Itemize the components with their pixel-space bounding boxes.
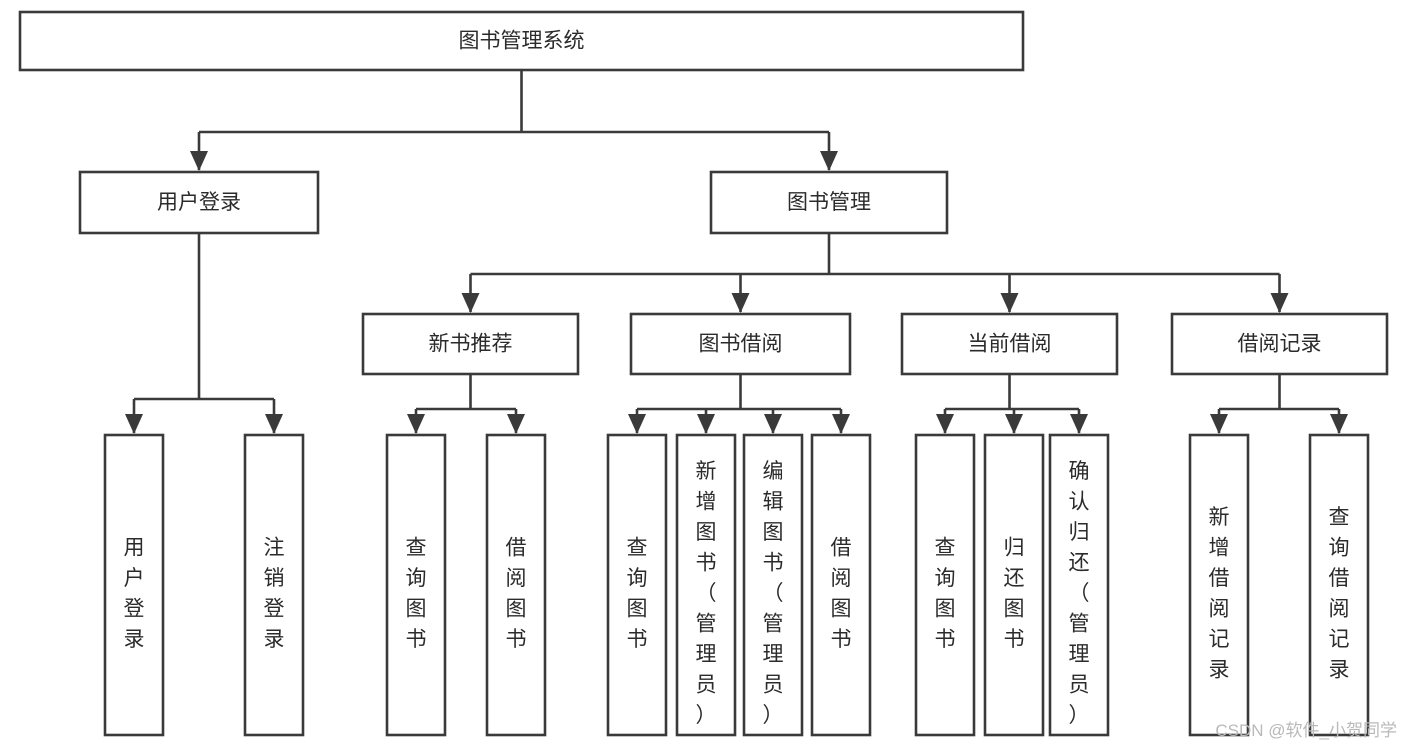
node-box [18, 10, 1025, 72]
node-leaf-10[interactable]: 确认归还（管理员） [1048, 433, 1110, 737]
node-label: 查询图书 [935, 536, 956, 651]
node-leaf-7[interactable]: 借阅图书 [810, 433, 872, 737]
node-label: 归还图书 [1004, 536, 1025, 651]
watermark-label: CSDN @软件_小贺同学 [1215, 721, 1397, 740]
arrow-head-icon [1330, 414, 1348, 434]
node-label: 查询图书 [406, 536, 427, 651]
node-box [914, 433, 976, 737]
node-box [742, 433, 804, 737]
node-label: 新书推荐 [429, 333, 513, 356]
arrow-head-icon [731, 293, 750, 313]
arrow-head-icon [628, 414, 646, 434]
node-label: 图书管理 [787, 191, 871, 214]
node-label: 新增借阅记录 [1209, 505, 1230, 681]
node-layer: 图书管理系统用户登录图书管理新书推荐图书借阅当前借阅借阅记录用户登录注销登录查询… [18, 10, 1389, 737]
node-leaf-8[interactable]: 查询图书 [914, 433, 976, 737]
node-leaf-11[interactable]: 新增借阅记录 [1188, 433, 1250, 737]
arrow-head-icon [832, 414, 850, 434]
arrow-head-icon [820, 151, 838, 171]
arrow-head-icon [1070, 414, 1088, 434]
node-box [1308, 433, 1370, 737]
node-box [103, 433, 165, 737]
connector-layer [125, 70, 1348, 434]
node-box [675, 433, 737, 737]
node-label: 用户登录 [157, 191, 241, 214]
node-box [385, 433, 447, 737]
node-level2-3[interactable]: 借阅记录 [1170, 312, 1389, 376]
node-label: 新增图书（管理员） [696, 460, 717, 727]
node-leaf-3[interactable]: 借阅图书 [485, 433, 547, 737]
node-box [810, 433, 872, 737]
node-box [629, 312, 852, 376]
node-box [361, 312, 580, 376]
arrow-head-icon [936, 414, 954, 434]
node-leaf-2[interactable]: 查询图书 [385, 433, 447, 737]
node-box [243, 433, 305, 737]
node-level1-0[interactable]: 用户登录 [78, 170, 320, 235]
node-label: 注销登录 [264, 536, 285, 651]
node-leaf-9[interactable]: 归还图书 [983, 433, 1045, 737]
node-label: 查询借阅记录 [1329, 505, 1350, 681]
node-label: 借阅图书 [506, 536, 527, 651]
node-level2-1[interactable]: 图书借阅 [629, 312, 852, 376]
node-box [709, 170, 949, 235]
arrow-head-icon [190, 151, 208, 171]
node-box [485, 433, 547, 737]
node-label: 用户登录 [124, 536, 145, 651]
arrow-head-icon [265, 414, 283, 434]
node-leaf-0[interactable]: 用户登录 [103, 433, 165, 737]
node-label: 确认归还（管理员） [1069, 460, 1090, 727]
arrow-head-icon [1210, 414, 1228, 434]
node-label: 图书借阅 [699, 333, 783, 356]
arrow-head-icon [125, 414, 143, 434]
node-label: 借阅记录 [1238, 333, 1322, 356]
node-leaf-4[interactable]: 查询图书 [606, 433, 668, 737]
node-label: 图书管理系统 [459, 30, 585, 53]
node-label: 查询图书 [627, 536, 648, 651]
arrow-head-icon [507, 414, 525, 434]
node-box [1170, 312, 1389, 376]
node-label: 借阅图书 [831, 536, 852, 651]
arrow-head-icon [407, 414, 425, 434]
arrow-head-icon [697, 414, 715, 434]
node-level1-1[interactable]: 图书管理 [709, 170, 949, 235]
arrow-head-icon [1005, 414, 1023, 434]
node-box [900, 312, 1119, 376]
node-leaf-12[interactable]: 查询借阅记录 [1308, 433, 1370, 737]
node-label: 当前借阅 [968, 333, 1052, 356]
node-box [983, 433, 1045, 737]
node-leaf-6[interactable]: 编辑图书（管理员） [742, 433, 804, 737]
node-root[interactable]: 图书管理系统 [18, 10, 1025, 72]
node-label: 编辑图书（管理员） [763, 460, 784, 727]
arrow-head-icon [764, 414, 782, 434]
arrow-head-icon [1000, 293, 1019, 313]
node-level2-0[interactable]: 新书推荐 [361, 312, 580, 376]
arrow-head-icon [461, 293, 480, 313]
node-box [606, 433, 668, 737]
node-box [1048, 433, 1110, 737]
node-leaf-5[interactable]: 新增图书（管理员） [675, 433, 737, 737]
node-level2-2[interactable]: 当前借阅 [900, 312, 1119, 376]
node-leaf-1[interactable]: 注销登录 [243, 433, 305, 737]
arrow-head-icon [1270, 293, 1289, 313]
node-box [1188, 433, 1250, 737]
node-box [78, 170, 320, 235]
